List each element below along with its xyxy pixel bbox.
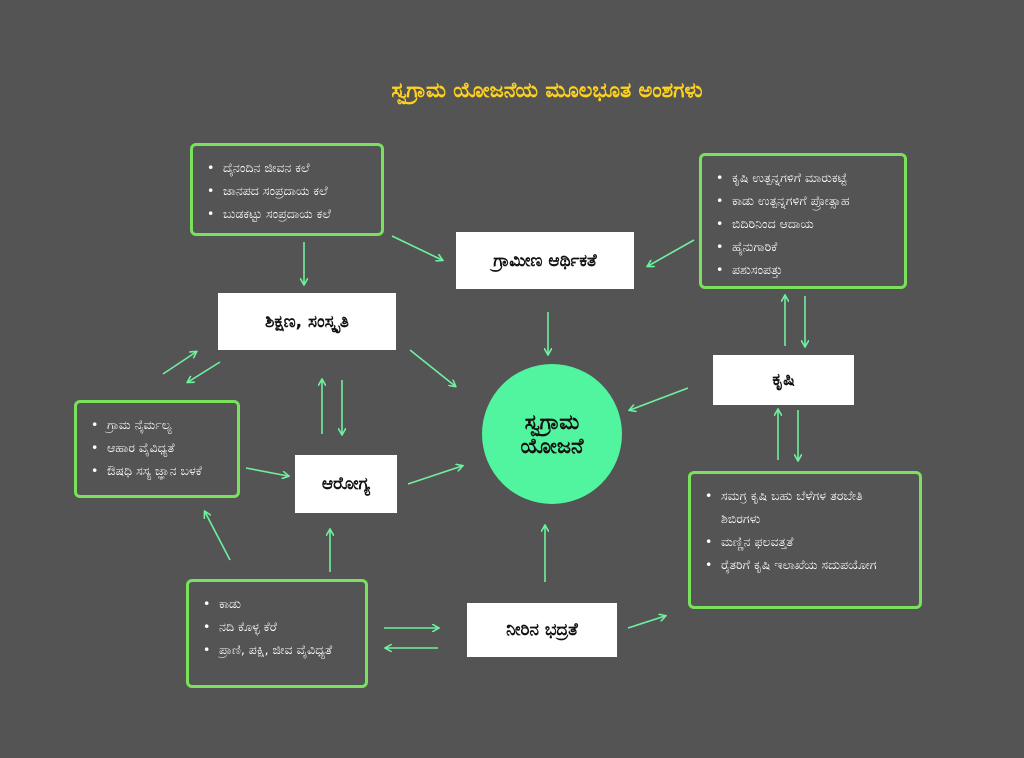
health-list: ಗ್ರಾಮ ನೈರ್ಮಲ್ಯ ಆಹಾರ ವೈವಿಧ್ಯತೆ ಔಷಧಿ ಸಸ್ಯ … xyxy=(77,403,237,482)
list-item: ಪಶುಸಂಪತ್ತು xyxy=(716,258,894,281)
list-item: ಕಾಡು xyxy=(203,592,355,615)
list-item: ಗ್ರಾಮ ನೈರ್ಮಲ್ಯ xyxy=(91,413,227,436)
arrow xyxy=(409,349,455,386)
center-node: ಸ್ವಗ್ರಾಮ ಯೋಜನೆ xyxy=(482,364,622,504)
arrow xyxy=(162,352,196,375)
agriculture-list-box: ಸಮಗ್ರ ಕೃಷಿ ಬಹು ಬೆಳೆಗಳ ತರಬೇತಿ ಶಿಬಿರಗಳು ಮಣ… xyxy=(688,471,922,609)
list-item: ದೈನಂದಿನ ಜೀವನ ಕಲೆ xyxy=(207,156,371,179)
health-list-box: ಗ್ರಾಮ ನೈರ್ಮಲ್ಯ ಆಹಾರ ವೈವಿಧ್ಯತೆ ಔಷಧಿ ಸಸ್ಯ … xyxy=(74,400,240,498)
economy-list: ಕೃಷಿ ಉತ್ಪನ್ನಗಳಿಗೆ ಮಾರುಕಟ್ಟೆ ಕಾಡು ಉತ್ಪನ್ನ… xyxy=(702,156,904,281)
arrow xyxy=(391,235,442,260)
list-item: ಪ್ರಾಣಿ, ಪಕ್ಷಿ, ಜೀವ ವೈವಿಧ್ಯತೆ xyxy=(203,638,355,661)
arrow xyxy=(188,361,221,382)
forest-list-box: ಕಾಡು ನದಿ ಕೊಳ್ಳ ಕೆರೆ ಪ್ರಾಣಿ, ಪಕ್ಷಿ, ಜೀವ ವ… xyxy=(186,579,368,688)
list-item: ಬುಡಕಟ್ಟು ಸಂಪ್ರದಾಯ ಕಲೆ xyxy=(207,202,371,225)
list-item: ಆಹಾರ ವೈವಿಧ್ಯತೆ xyxy=(91,436,227,459)
node-education-culture: ಶಿಕ್ಷಣ, ಸಂಸ್ಕೃತಿ xyxy=(218,293,396,350)
agriculture-list: ಸಮಗ್ರ ಕೃಷಿ ಬಹು ಬೆಳೆಗಳ ತರಬೇತಿ ಶಿಬಿರಗಳು ಮಣ… xyxy=(691,474,919,576)
list-item: ಜಾನಪದ ಸಂಪ್ರದಾಯ ಕಲೆ xyxy=(207,179,371,202)
center-line-2: ಯೋಜನೆ xyxy=(520,434,584,458)
list-item: ಹೈನುಗಾರಿಕೆ xyxy=(716,235,894,258)
list-item: ಕೃಷಿ ಉತ್ಪನ್ನಗಳಿಗೆ ಮಾರುಕಟ್ಟೆ xyxy=(716,166,894,189)
arrow xyxy=(630,387,689,410)
list-item: ನದಿ ಕೊಳ್ಳ ಕೆರೆ xyxy=(203,615,355,638)
economy-list-box: ಕೃಷಿ ಉತ್ಪನ್ನಗಳಿಗೆ ಮಾರುಕಟ್ಟೆ ಕಾಡು ಉತ್ಪನ್ನ… xyxy=(699,153,907,289)
diagram-title: ಸ್ವಗ್ರಾಮ ಯೋಜನೆಯ ಮೂಲಭೂತ ಅಂಶಗಳು xyxy=(391,78,703,102)
forest-list: ಕಾಡು ನದಿ ಕೊಳ್ಳ ಕೆರೆ ಪ್ರಾಣಿ, ಪಕ್ಷಿ, ಜೀವ ವ… xyxy=(189,582,365,661)
arrow xyxy=(245,467,288,476)
list-item: ರೈತರಿಗೆ ಕೃಷಿ ಇಲಾಖೆಯ ಸದುಪಯೋಗ xyxy=(705,553,905,576)
arrow xyxy=(205,512,231,561)
culture-list-box: ದೈನಂದಿನ ಜೀವನ ಕಲೆ ಜಾನಪದ ಸಂಪ್ರದಾಯ ಕಲೆ ಬುಡಕ… xyxy=(190,143,384,236)
list-item: ಸಮಗ್ರ ಕೃಷಿ ಬಹು ಬೆಳೆಗಳ ತರಬೇತಿ ಶಿಬಿರಗಳು xyxy=(705,484,905,530)
culture-list: ದೈನಂದಿನ ಜೀವನ ಕಲೆ ಜಾನಪದ ಸಂಪ್ರದಾಯ ಕಲೆ ಬುಡಕ… xyxy=(193,146,381,225)
list-item: ಬಿದಿರಿನಿಂದ ಆದಾಯ xyxy=(716,212,894,235)
node-health: ಆರೋಗ್ಯ xyxy=(295,455,397,513)
arrow xyxy=(648,239,695,266)
list-item: ಕಾಡು ಉತ್ಪನ್ನಗಳಿಗೆ ಪ್ರೋತ್ಸಾಹ xyxy=(716,189,894,212)
node-agriculture: ಕೃಷಿ xyxy=(713,355,854,405)
list-item: ಔಷಧಿ ಸಸ್ಯ ಜ್ಞಾನ ಬಳಕೆ xyxy=(91,459,227,482)
arrow xyxy=(627,616,665,629)
node-rural-economy: ಗ್ರಾಮೀಣ ಆರ್ಥಿಕತೆ xyxy=(456,232,634,289)
arrow xyxy=(407,466,462,485)
center-line-1: ಸ್ವಗ್ರಾಮ xyxy=(524,410,580,434)
list-item: ಮಣ್ಣಿನ ಫಲವತ್ತತೆ xyxy=(705,530,905,553)
node-water-security: ನೀರಿನ ಭದ್ರತೆ xyxy=(467,603,617,657)
